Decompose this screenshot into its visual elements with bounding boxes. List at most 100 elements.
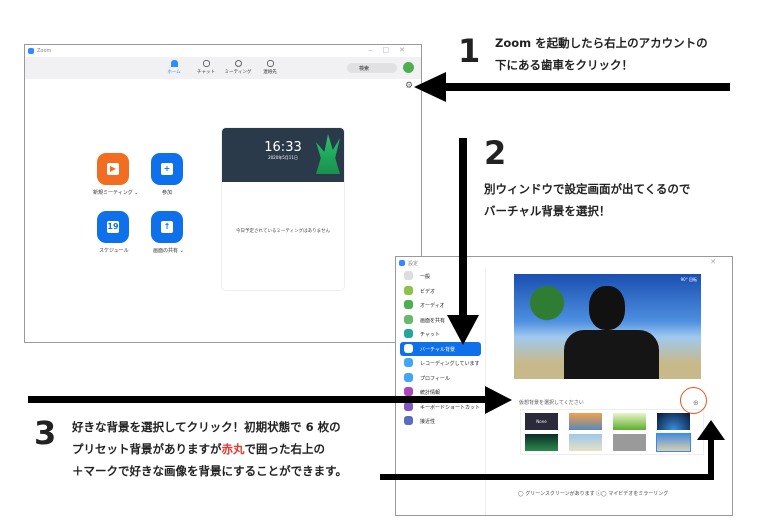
sidebar-icon (404, 285, 413, 295)
arrow-4-shaft-up (708, 432, 714, 480)
thumb-earth[interactable] (657, 413, 690, 430)
tile-label: 新規ミーティング ⌄ (93, 190, 139, 196)
thumb-aurora[interactable] (525, 434, 558, 451)
thumb-gray[interactable] (613, 434, 646, 451)
settings-window: 設定 ✕ 一般ビデオオーディオ画面を共有チャットバーチャル背景レコーディングしてい… (395, 256, 733, 516)
share-screen-button[interactable]: ↑ (151, 211, 183, 243)
arrow-3-head (485, 386, 512, 414)
mirror-video-checkbox[interactable]: ◯ マイビデオをミラーリング (601, 491, 669, 497)
tile-label: スケジュール (99, 248, 129, 254)
schedule-button[interactable]: 19 (97, 211, 129, 243)
calendar-icon: 19 (107, 221, 119, 233)
arrow-4-shaft (380, 474, 714, 480)
line: 下にある歯車をクリック！ (495, 58, 633, 72)
step-1-text: Zoom を起動したら右上のアカウントの下にある歯車をクリック！ (495, 32, 708, 76)
tab-contacts[interactable]: 連絡先 (255, 60, 285, 75)
checkbox-label: マイビデオをミラーリング (608, 491, 669, 497)
arrow-4-head (697, 420, 725, 440)
sidebar-icon (404, 314, 413, 324)
sidebar-icon (404, 416, 413, 425)
tab-meetings[interactable]: ミーティング (223, 60, 253, 75)
checkbox-label: グリーンスクリーンがあります (525, 491, 595, 497)
no-meetings-text: 今日予定されているミーティングはありません (236, 229, 330, 234)
search-input[interactable]: 検索 (347, 63, 397, 73)
sidebar-icon (404, 271, 413, 280)
green-screen-checkbox[interactable]: ◯ グリーンスクリーンがあります ⓘ (518, 491, 602, 497)
sidebar-icon (404, 387, 413, 396)
sidebar-item[interactable]: バーチャル背景 (400, 341, 481, 356)
thumb-grass[interactable] (613, 413, 646, 430)
line: プリセット背景がありますが赤丸で囲った右上の (72, 438, 347, 460)
sidebar-icon (404, 358, 413, 367)
sidebar-item[interactable]: レコーディングしています (400, 356, 481, 371)
person-body (564, 330, 659, 379)
clock: 16:33 (264, 140, 302, 155)
sidebar-item-label: 接近性 (420, 419, 436, 425)
new-meeting-button[interactable]: ▶ (97, 153, 129, 185)
arrow-1-shaft (440, 83, 730, 91)
tab-chat[interactable]: チャット (191, 60, 221, 75)
arrow-1-head (414, 72, 446, 102)
zoom-logo-icon (399, 260, 405, 266)
sidebar-icon (404, 343, 413, 353)
sidebar-item-label: キーボードショートカット (420, 404, 481, 411)
sidebar-icon (404, 401, 413, 411)
avatar[interactable] (403, 62, 414, 73)
thumb-beach[interactable] (569, 434, 602, 451)
sidebar-item[interactable]: チャット (400, 327, 481, 342)
window-controls[interactable]: ‒□✕ (368, 46, 415, 54)
title-bar: 設定 ✕ (396, 257, 732, 269)
video-camera-icon: ▶ (107, 163, 119, 175)
sidebar-item[interactable]: 接近性 (400, 414, 481, 429)
sidebar-item[interactable]: 画面を共有 (400, 313, 481, 328)
gear-icon[interactable]: ⚙ (405, 81, 414, 91)
thumb-waikiki-selected[interactable] (656, 433, 691, 452)
line: バーチャル背景を選択！ (484, 204, 611, 218)
join-button[interactable]: + (151, 153, 183, 185)
red-highlight-circle (680, 387, 707, 414)
settings-sidebar: 一般ビデオオーディオ画面を共有チャットバーチャル背景レコーディングしていますプロ… (396, 269, 486, 515)
video-preview: 90° 回転 (514, 274, 701, 379)
rotate-button[interactable]: 90° 回転 (680, 277, 697, 282)
sidebar-item-label: ビデオ (420, 288, 436, 295)
line: ＋マークで好きな画像を背景にすることができます。 (72, 464, 347, 478)
sidebar-item[interactable]: プロフィール (400, 371, 481, 386)
tab-home[interactable]: ホーム (159, 60, 189, 75)
chat-icon (202, 60, 210, 67)
sidebar-icon (404, 329, 413, 338)
step-3-text: 好きな背景を選択してクリック！初期状態で 6 枚の プリセット背景がありますが赤… (72, 416, 347, 482)
thumb-golden-gate[interactable] (569, 413, 602, 430)
sidebar-item[interactable]: ビデオ (400, 284, 481, 299)
sidebar-item-label: チャット (420, 332, 440, 338)
line: 別ウィンドウで設定画面が出てくるので (484, 182, 691, 196)
sidebar-item[interactable]: 一般 (400, 269, 481, 284)
tab-label: チャット (197, 70, 215, 75)
home-icon (170, 60, 178, 67)
zoom-logo-icon (28, 48, 34, 54)
window-title: Zoom (37, 48, 52, 54)
sidebar-item[interactable]: 統計情報 (400, 385, 481, 400)
text: で囲った右上の (244, 442, 326, 456)
tile-label: 参加 (162, 190, 173, 196)
sidebar-item[interactable]: キーボードショートカット (400, 400, 481, 415)
sidebar-icon (404, 300, 413, 309)
step-3-number: 3 (34, 414, 57, 452)
contacts-icon (266, 60, 274, 67)
title-bar: Zoom ‒□✕ (25, 45, 421, 57)
sidebar-item-label: 一般 (420, 274, 431, 280)
sidebar-item-label: レコーディングしています (420, 361, 480, 367)
step-1-number: 1 (458, 32, 481, 70)
arrow-up-icon: ↑ (161, 221, 173, 233)
close-button[interactable]: ✕ (710, 258, 726, 266)
arrow-2-shaft (459, 138, 467, 318)
sidebar-item-label: 統計情報 (420, 390, 441, 396)
zoom-main-window: Zoom ‒□✕ ホーム チャット ミーティング 連絡先 検索 ⚙ ▶ 新規ミーテ… (24, 44, 422, 343)
text: プリセット背景がありますが (72, 442, 222, 456)
arrow-3-shaft (28, 396, 488, 403)
thumb-none[interactable]: None (525, 413, 558, 430)
sidebar-item[interactable]: オーディオ (400, 298, 481, 313)
window-title: 設定 (408, 261, 419, 267)
